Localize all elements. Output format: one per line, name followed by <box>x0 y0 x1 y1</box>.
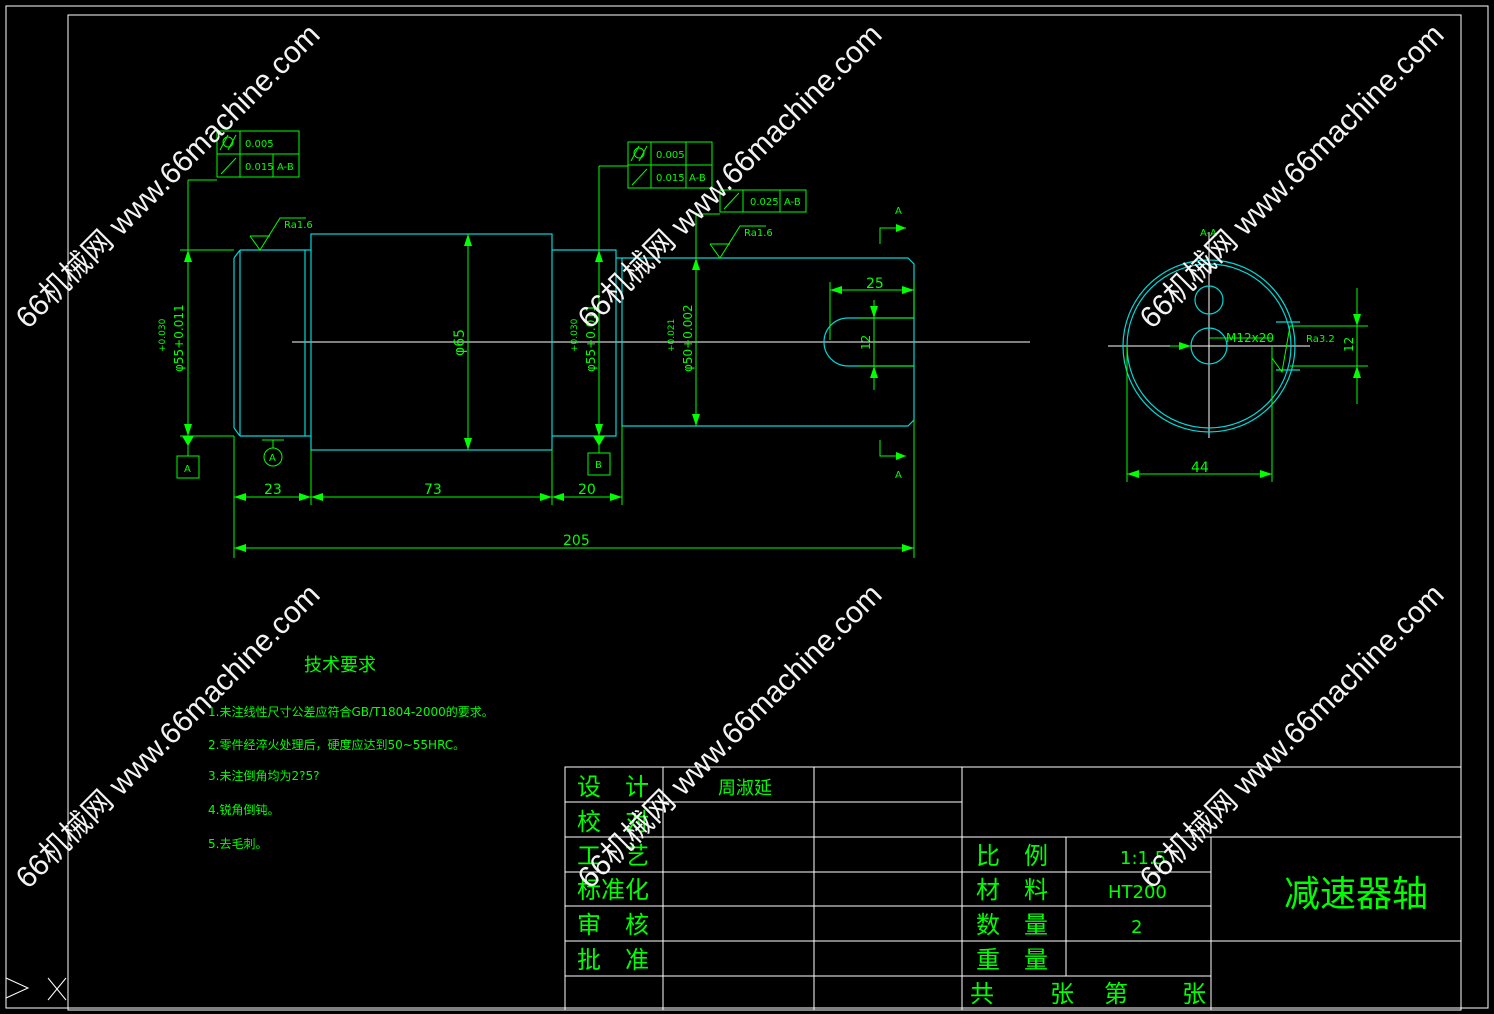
tb-scale-label: 比 例 <box>976 842 1048 870</box>
dim-len-23: 23 <box>264 482 282 498</box>
tol-extra-value: 0.025 <box>750 197 779 208</box>
tb-sheet-unit1: 张 <box>1050 980 1074 1008</box>
title-block: 设 计 校 对 工 艺 标准化 审 核 批 准 比 例 材 料 数 量 重 量 … <box>564 766 1462 1011</box>
datum-box-a: A <box>184 464 191 475</box>
tech-item-2: 2.零件经淬火处理后，硬度应达到50~55HRC。 <box>208 737 465 752</box>
datum-circle-a: A <box>269 453 276 464</box>
tb-label-standard: 标准化 <box>577 876 649 904</box>
tb-sheet-unit2: 张 <box>1182 980 1206 1008</box>
tol-left-datum: A-B <box>277 162 294 173</box>
dim-thread: M12x20 <box>1226 331 1274 345</box>
tb-label-approve: 批 准 <box>577 946 649 974</box>
tb-label-review: 审 核 <box>577 911 649 939</box>
dim-len-73: 73 <box>424 482 442 498</box>
tb-designer: 周淑延 <box>718 778 772 799</box>
roughness-keyway: Ra3.2 <box>1306 334 1335 345</box>
tol-mid-row1: 0.005 <box>656 150 685 161</box>
dim-d-right: φ50+0.002 <box>681 304 695 372</box>
tech-item-4: 4.锐角倒钝。 <box>208 803 279 817</box>
roughness-left: Ra1.6 <box>284 220 313 231</box>
ucs-icon <box>5 977 67 1001</box>
tb-material-label: 材 料 <box>976 876 1048 904</box>
dim-d-right-upper: +0.021 <box>667 319 677 352</box>
tb-sheet-total: 共 <box>970 980 994 1008</box>
dim-d-left-upper: +0.030 <box>158 318 168 352</box>
tb-material-value: HT200 <box>1108 882 1167 903</box>
dim-section-12: 12 <box>1342 337 1356 352</box>
dim-d-mid-upper: +0.030 <box>570 318 580 352</box>
tech-item-3: 3.未注倒角均为2?5? <box>208 768 319 783</box>
tech-item-1: 1.未注线性尺寸公差应符合GB/T1804-2000的要求。 <box>208 704 494 719</box>
tech-requirements: 技术要求 1.未注线性尺寸公差应符合GB/T1804-2000的要求。 2.零件… <box>208 655 494 851</box>
tol-mid-datum: A-B <box>689 173 706 184</box>
tol-left-row2: 0.015 <box>245 162 274 173</box>
dim-len-205: 205 <box>563 533 590 549</box>
roughness-middle: Ra1.6 <box>744 228 773 239</box>
dim-len-20: 20 <box>578 482 596 498</box>
tb-qty-value: 2 <box>1131 917 1142 938</box>
tech-item-5: 5.去毛刺。 <box>208 837 267 851</box>
section-mark-bottom: A <box>895 470 902 481</box>
dim-d-center: φ65 <box>452 329 468 356</box>
tech-requirements-title: 技术要求 <box>304 655 376 676</box>
tb-qty-label: 数 量 <box>976 911 1048 939</box>
tb-label-process: 工 艺 <box>577 842 649 870</box>
tb-part-name: 减速器轴 <box>1284 874 1428 915</box>
tb-label-check: 校 对 <box>577 808 649 836</box>
dim-key-width: 12 <box>859 335 873 350</box>
dim-d-mid: φ55+0.011 <box>584 304 598 372</box>
tb-label-design: 设 计 <box>577 773 649 801</box>
section-title: A-A <box>1200 228 1217 239</box>
section-mark-top: A <box>895 206 902 217</box>
datum-box-b: B <box>595 460 602 471</box>
dim-key-len: 25 <box>866 276 884 292</box>
dim-d-left: φ55+0.011 <box>172 304 186 372</box>
tb-weight-label: 重 量 <box>976 946 1048 974</box>
tb-scale-value: 1:1.5 <box>1120 848 1166 869</box>
shaft-main-view: 0.005 0.015 A-B 0.005 0.015 A-B 0.025 A-… <box>158 130 1030 558</box>
section-a-a-view: A-A 44 M12x20 Ra3.2 12 <box>1108 228 1368 482</box>
tol-extra-datum: A-B <box>784 197 801 208</box>
tol-mid-row2: 0.015 <box>656 173 685 184</box>
tol-left-row1: 0.005 <box>245 139 274 150</box>
dim-section-44: 44 <box>1191 460 1209 476</box>
tb-sheet-no: 第 <box>1104 980 1128 1008</box>
